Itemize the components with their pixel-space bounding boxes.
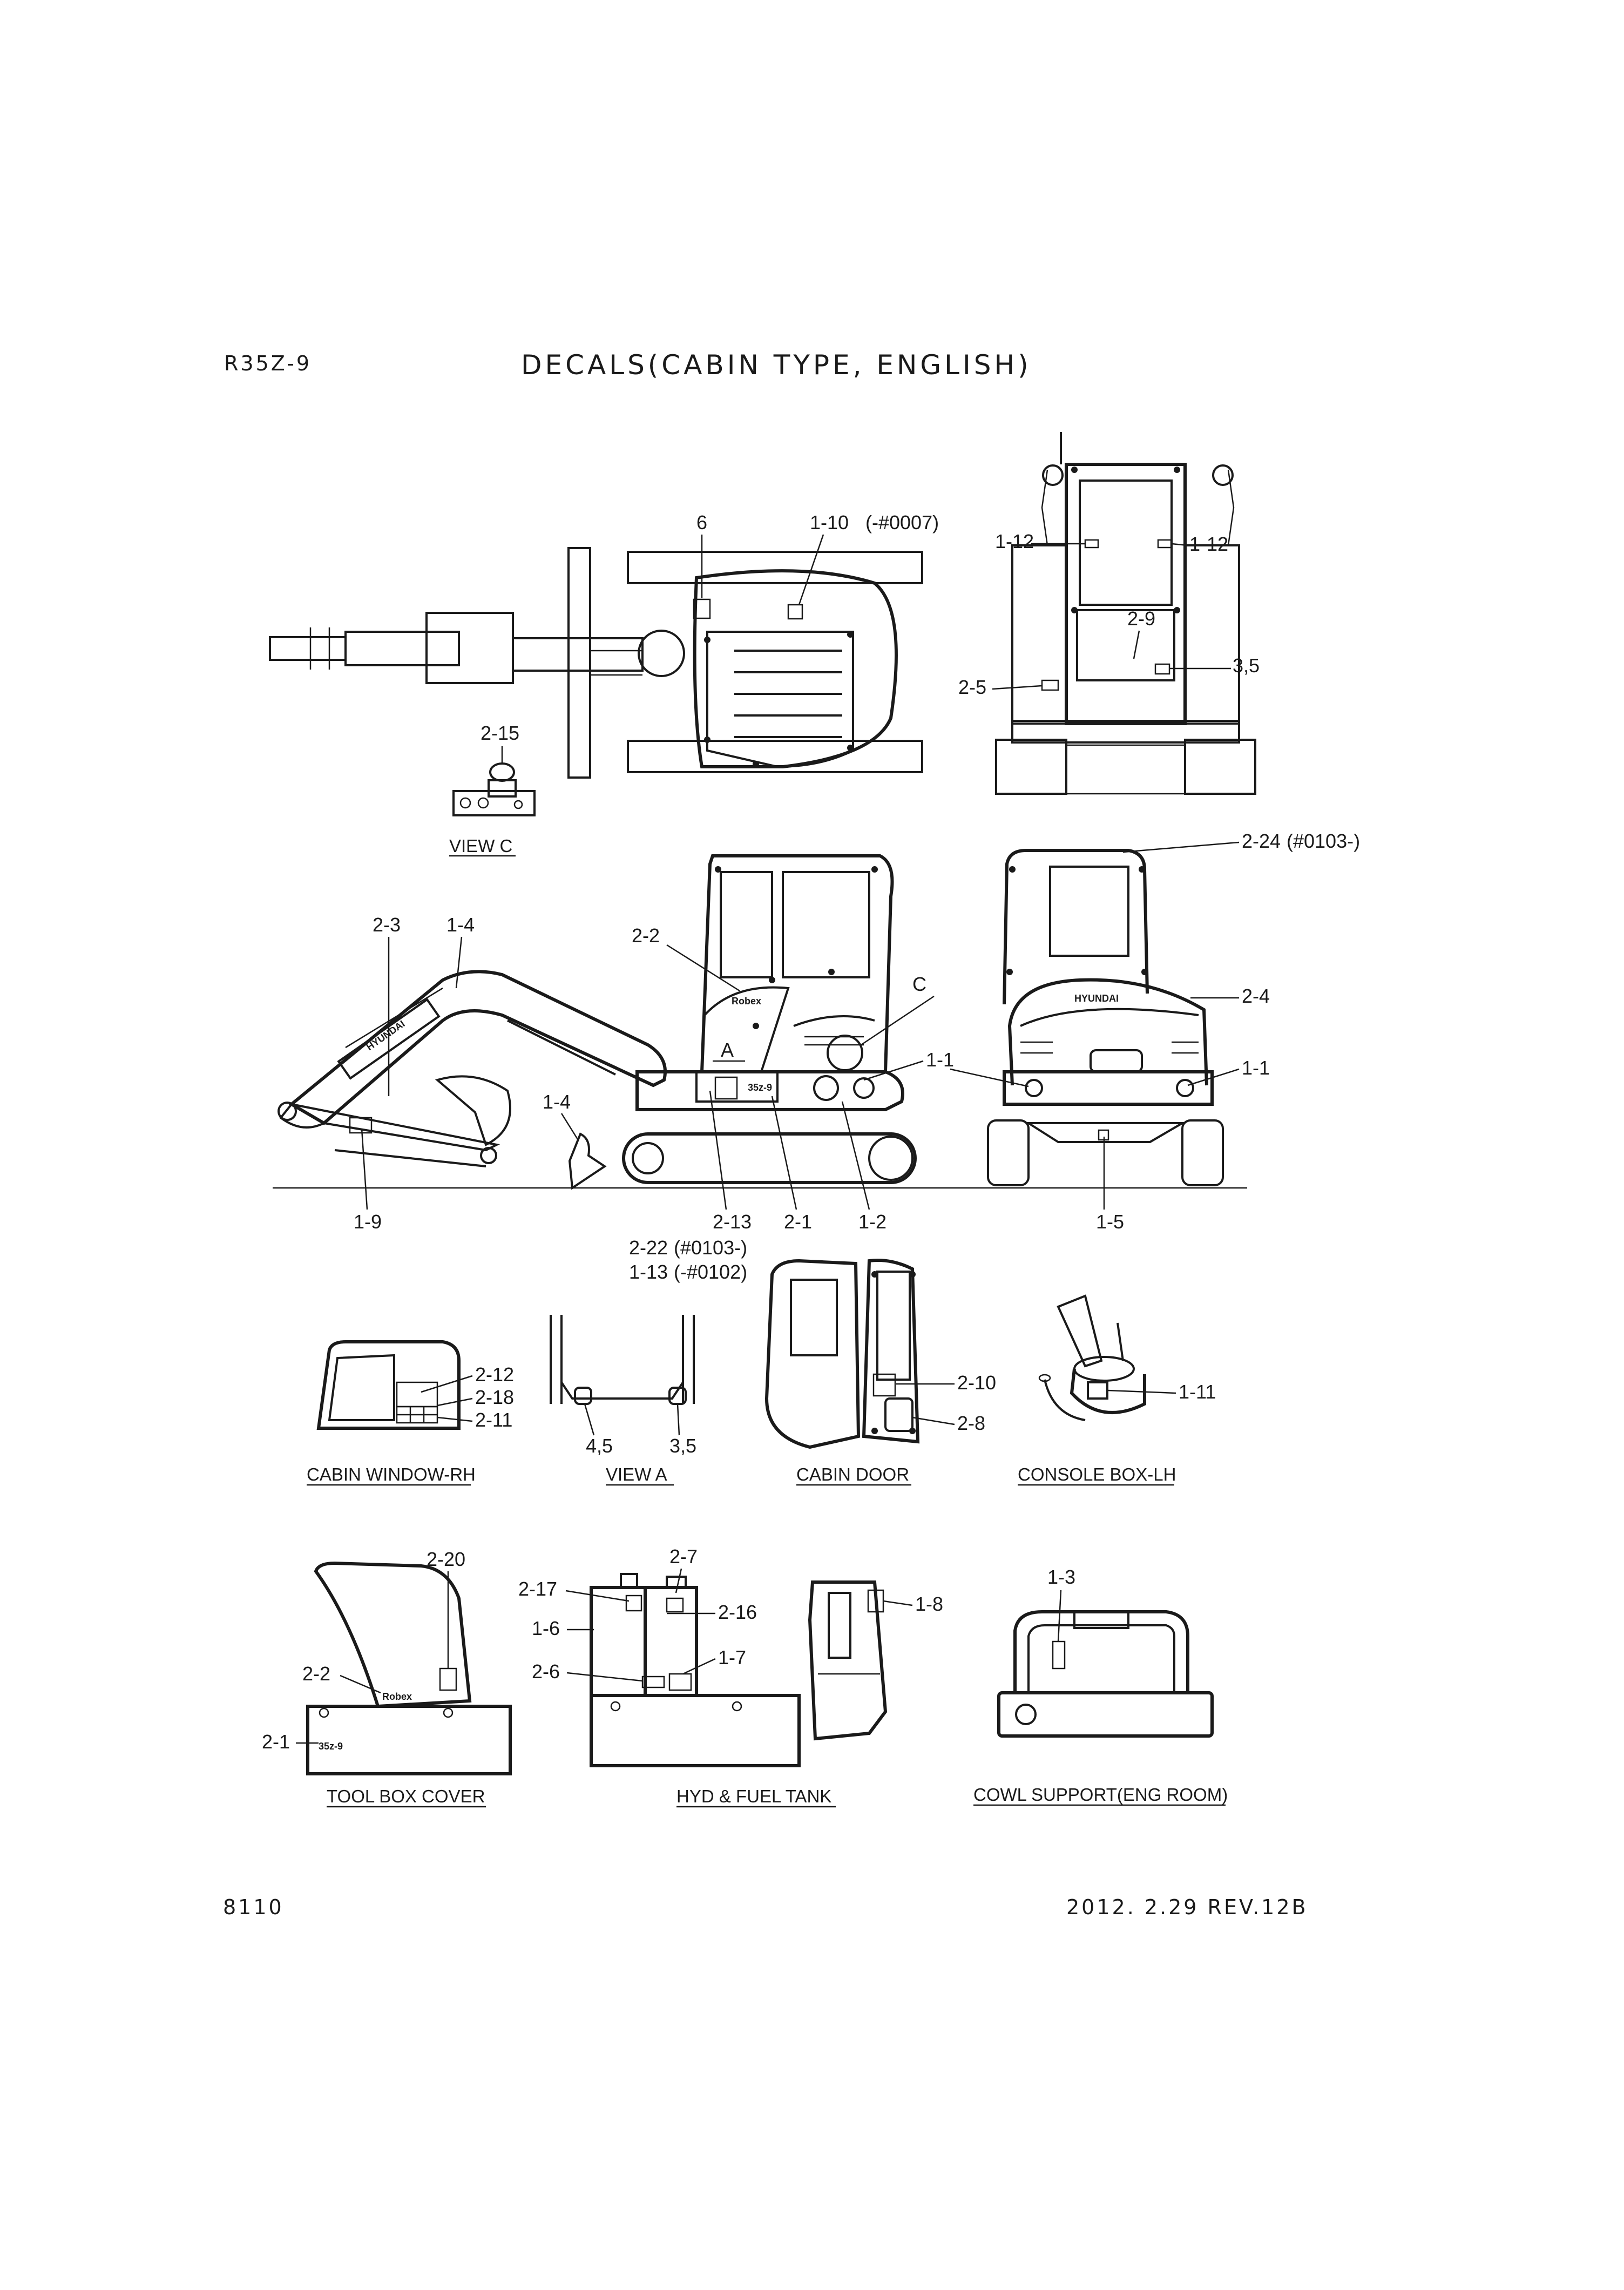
callout-1-5: 1-5 <box>1096 1211 1124 1233</box>
callout-2-6: 2-6 <box>532 1660 560 1683</box>
callout-1-12-right: 1-12 <box>1189 533 1228 555</box>
callout-2-10: 2-10 <box>957 1372 996 1394</box>
callout-1-4-bottom: 1-4 <box>543 1091 571 1113</box>
cowl-support-drawing <box>997 1610 1214 1738</box>
callout-1-1-side: 1-1 <box>926 1049 954 1071</box>
callout-1-13: 1-13 <box>629 1261 668 1283</box>
callout-a: A <box>721 1039 734 1061</box>
tool-small-logo: Robex <box>382 1691 412 1702</box>
cabin-door-title: CABIN DOOR <box>796 1464 909 1484</box>
cabin-window-rh-title: CABIN WINDOW-RH <box>307 1464 476 1484</box>
callout-3-5-rear: 3,5 <box>1233 654 1260 677</box>
callout-1-2: 1-2 <box>858 1211 887 1233</box>
tool-box-cover-title: TOOL BOX COVER <box>327 1786 485 1806</box>
view-a-drawing <box>550 1315 695 1405</box>
callout-1-1-back: 1-1 <box>1242 1057 1270 1079</box>
rear-brand-decal: HYUNDAI <box>1074 993 1119 1004</box>
callout-1-8: 1-8 <box>915 1593 943 1615</box>
callout-1-6: 1-6 <box>532 1617 560 1639</box>
callout-1-7: 1-7 <box>718 1646 746 1668</box>
side-model-mark: 35z-9 <box>748 1082 772 1093</box>
hyd-fuel-tank-drawing <box>590 1573 888 1767</box>
cabin-window-drawing <box>316 1340 461 1430</box>
callout-6: 6 <box>696 511 707 533</box>
view-c-part-drawing <box>452 762 536 816</box>
callout-2-24-note: (#0103-) <box>1287 830 1360 852</box>
page-title: DECALS(CABIN TYPE, ENGLISH) <box>521 349 1032 381</box>
callout-2-11: 2-11 <box>475 1409 512 1431</box>
callout-2-12: 2-12 <box>475 1363 514 1386</box>
callout-2-18: 2-18 <box>475 1386 514 1408</box>
rear-view-drawing <box>995 432 1256 795</box>
back-view-drawing <box>987 849 1224 1186</box>
callout-2-2: 2-2 <box>632 924 660 947</box>
view-a-title: VIEW A <box>606 1464 667 1484</box>
console-box-drawing <box>1038 1294 1146 1421</box>
callout-1-11: 1-11 <box>1179 1381 1216 1403</box>
callout-c: C <box>912 973 926 995</box>
callout-2-5: 2-5 <box>958 676 986 698</box>
callout-2-1: 2-1 <box>784 1211 812 1233</box>
callout-2-15: 2-15 <box>481 722 519 744</box>
callout-2-16: 2-16 <box>718 1601 757 1623</box>
callout-1-3: 1-3 <box>1047 1566 1075 1588</box>
cabin-door-drawing <box>764 1259 920 1449</box>
callout-2-3: 2-3 <box>373 914 401 936</box>
callout-1-12-left: 1-12 <box>995 530 1034 552</box>
callout-1-10-note: (-#0007) <box>865 511 939 533</box>
model-code: R35Z-9 <box>224 352 312 375</box>
callout-2-13: 2-13 <box>713 1211 752 1233</box>
top-view-drawing <box>269 547 923 779</box>
page-number: 8110 <box>223 1895 284 1919</box>
callout-2-2-tool: 2-2 <box>302 1663 330 1685</box>
tool-model-mark: 35z-9 <box>319 1741 343 1752</box>
callout-2-20: 2-20 <box>427 1548 465 1570</box>
callout-3-5-viewa: 3,5 <box>669 1435 696 1457</box>
revision-date: 2012. 2.29 REV.12B <box>1066 1895 1308 1919</box>
callout-2-1-tool: 2-1 <box>262 1731 290 1753</box>
callout-2-9: 2-9 <box>1127 607 1155 630</box>
callout-1-13-note: (-#0102) <box>674 1261 747 1283</box>
callout-1-4-top: 1-4 <box>446 914 475 936</box>
callout-2-7: 2-7 <box>669 1545 698 1568</box>
callout-2-24: 2-24 <box>1242 830 1281 852</box>
side-view-drawing <box>278 854 917 1190</box>
callout-2-4: 2-4 <box>1242 985 1270 1007</box>
cowl-support-title: COWL SUPPORT(ENG ROOM) <box>973 1785 1228 1805</box>
callout-1-10: 1-10 <box>810 511 849 533</box>
hyd-fuel-tank-title: HYD & FUEL TANK <box>676 1786 831 1806</box>
callout-2-8: 2-8 <box>957 1412 985 1434</box>
view-c-title: VIEW C <box>449 836 512 856</box>
leader-1-10 <box>798 534 824 605</box>
side-small-logo: Robex <box>732 996 761 1006</box>
callout-2-17: 2-17 <box>518 1578 557 1600</box>
callout-2-22: 2-22 <box>629 1237 668 1259</box>
callout-4-5: 4,5 <box>586 1435 613 1457</box>
callout-2-22-note: (#0103-) <box>674 1237 747 1259</box>
callout-1-9: 1-9 <box>354 1211 382 1233</box>
console-box-lh-title: CONSOLE BOX-LH <box>1018 1464 1176 1484</box>
